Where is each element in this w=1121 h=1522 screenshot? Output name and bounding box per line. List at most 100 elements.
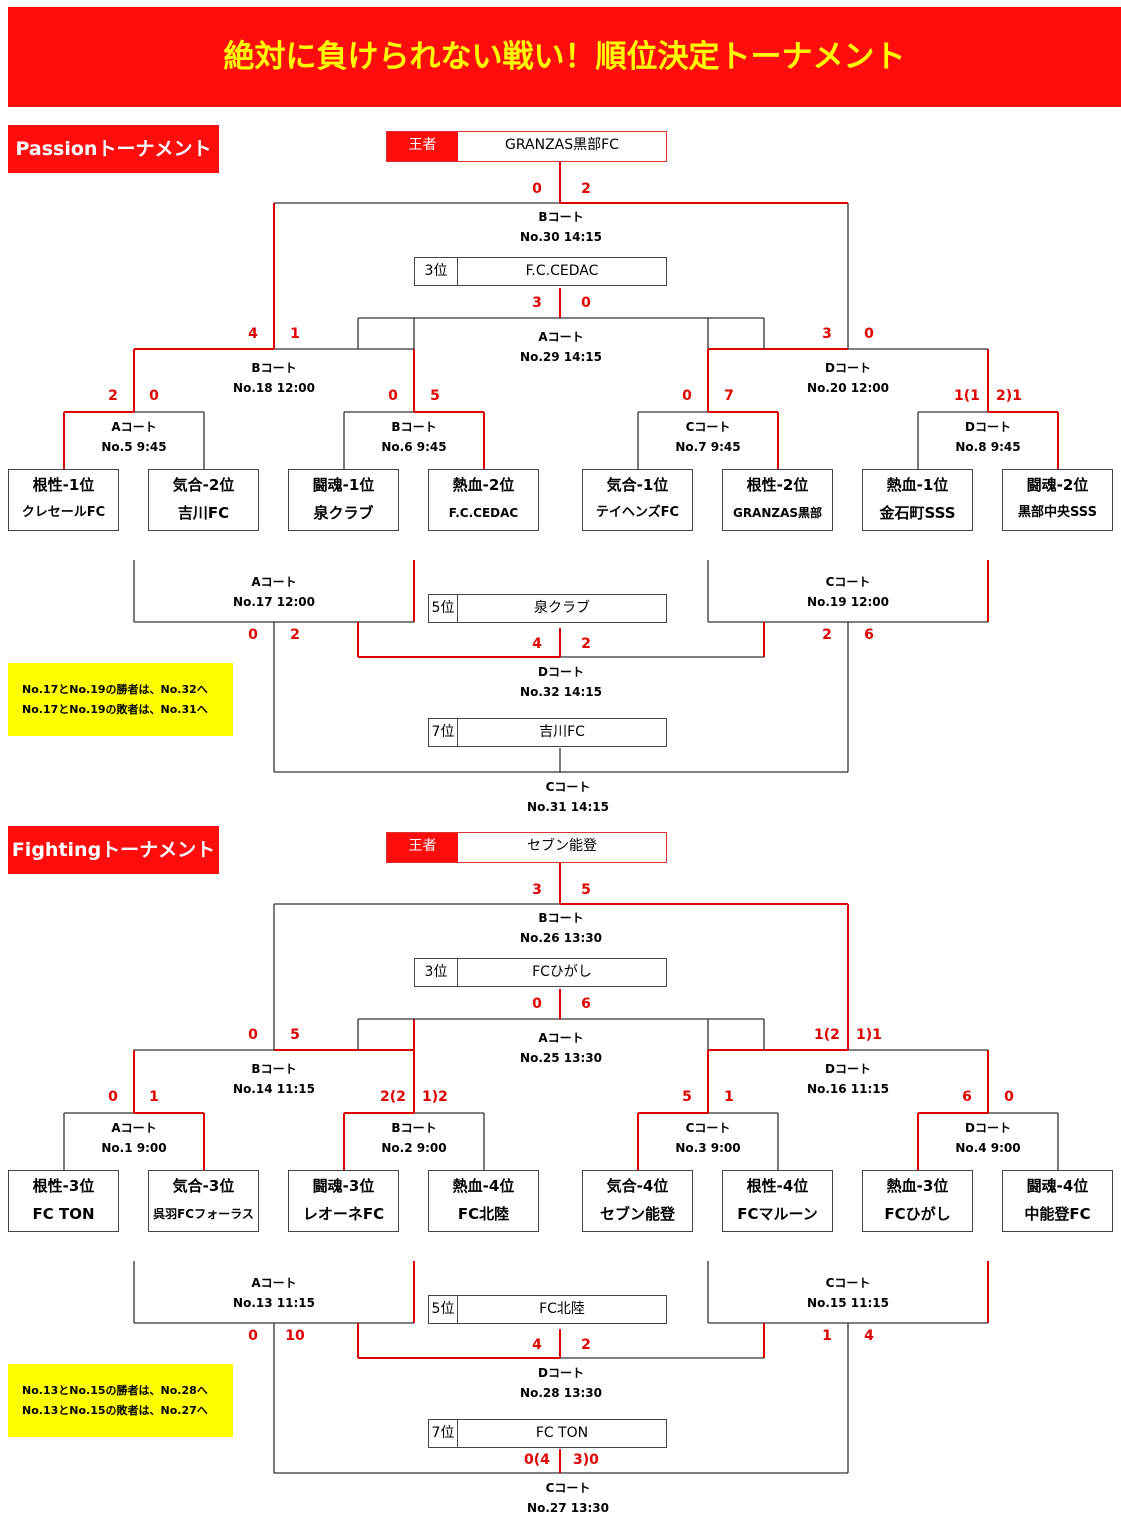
team-name: FC北陸: [457, 1205, 510, 1223]
match-number-time: No.25 13:30: [520, 1051, 602, 1065]
match-court: Dコート: [825, 1062, 871, 1076]
result-label: 王者: [387, 132, 458, 161]
match-number-time: No.31 14:15: [527, 800, 609, 814]
score-right: 2: [581, 181, 591, 197]
score-right: 3)0: [573, 1452, 599, 1468]
match-court: Bコート: [538, 210, 584, 224]
team-name: 吉川FC: [177, 504, 230, 522]
score-left: 0: [248, 1328, 258, 1344]
score-right: 0: [149, 388, 159, 404]
note-line: No.17とNo.19の敗者は、No.31へ: [22, 703, 208, 716]
score-left: 1: [822, 1328, 832, 1344]
team-box: 根性-1位クレセールFC: [8, 469, 119, 531]
fifth-place-box: 5位 FC北陸: [428, 1295, 667, 1324]
team-placement: 根性-2位: [746, 476, 809, 494]
team-name: 泉クラブ: [313, 504, 374, 522]
score-right: 7: [724, 388, 734, 404]
match-number-time: No.4 9:00: [955, 1141, 1021, 1155]
score-left: 3: [822, 326, 832, 342]
page-title: 絶対に負けられない戦い！順位決定トーナメント: [8, 7, 1121, 107]
match-number-time: No.17 12:00: [233, 595, 315, 609]
match-court: Dコート: [538, 665, 584, 679]
team-placement: 気合-2位: [172, 476, 235, 494]
match-court: Cコート: [545, 780, 591, 794]
score-right: 10: [285, 1328, 305, 1344]
team-box: 気合-4位セブン能登: [582, 1170, 693, 1232]
result-label: 王者: [387, 833, 458, 862]
score-left: 0: [532, 996, 542, 1012]
score-right: 2: [290, 627, 300, 643]
seventh-place-box: 7位吉川FC: [428, 718, 667, 747]
team-name: クレセールFC: [21, 505, 106, 520]
team-name: 中能登FC: [1024, 1205, 1091, 1223]
match-number-time: No.14 11:15: [233, 1082, 315, 1096]
result-label: 5位: [429, 595, 458, 622]
team-placement: 熱血-4位: [452, 1177, 515, 1195]
team-name: 呉羽FCフォーラス: [153, 1207, 254, 1221]
result-label: 7位: [429, 1420, 458, 1447]
team-name: テイヘンズFC: [595, 505, 680, 520]
team-name: レオーネFC: [302, 1205, 385, 1223]
score-left: 1(1: [954, 388, 980, 404]
match-number-time: No.29 14:15: [520, 350, 602, 364]
match-court: Dコート: [965, 420, 1011, 434]
team-name: GRANZAS黒部: [732, 506, 823, 520]
team-box: 熱血-4位 FC北陸: [428, 1170, 539, 1232]
team-placement: 闘魂-1位: [312, 476, 375, 494]
note-line: No.13とNo.15の敗者は、No.27へ: [22, 1404, 208, 1417]
team-box: 根性-2位 GRANZAS黒部: [722, 469, 833, 531]
score-right: 1: [149, 1089, 159, 1105]
team-placement: 熱血-1位: [886, 476, 949, 494]
team-placement: 根性-1位: [32, 476, 95, 494]
team-placement: 闘魂-2位: [1026, 476, 1089, 494]
score-left: 4: [532, 636, 542, 652]
score-left: 0: [248, 627, 258, 643]
champion-box: 王者 セブン能登: [386, 832, 667, 863]
match-court: Aコート: [538, 330, 584, 344]
team-placement: 闘魂-4位: [1026, 1177, 1089, 1195]
result-team: F.C.CEDAC: [525, 263, 599, 279]
score-left: 0: [248, 1027, 258, 1043]
score-right: 6: [864, 627, 874, 643]
team-name: FC TON: [32, 1205, 95, 1223]
score-right: 2: [581, 636, 591, 652]
result-team: セブン能登: [527, 838, 597, 854]
result-label: 5位: [429, 1296, 458, 1323]
match-court: Bコート: [391, 420, 437, 434]
score-left: 0: [388, 388, 398, 404]
team-placement: 熱血-2位: [452, 476, 515, 494]
team-name: FCひがし: [884, 1205, 951, 1223]
score-right: 2)1: [996, 388, 1022, 404]
result-team: FC北陸: [539, 1301, 585, 1317]
match-number-time: No.6 9:45: [381, 440, 447, 454]
match-number-time: No.3 9:00: [675, 1141, 741, 1155]
match-number-time: No.7 9:45: [675, 440, 741, 454]
team-name: セブン能登: [599, 1205, 675, 1223]
score-right: 4: [864, 1328, 874, 1344]
result-team: FCひがし: [532, 964, 592, 980]
score-right: 5: [290, 1027, 300, 1043]
team-box: 気合-2位吉川FC: [148, 469, 259, 531]
team-box: 気合-1位テイヘンズFC: [582, 469, 693, 531]
score-left: 0(4: [524, 1452, 550, 1468]
match-label: Bコート No.6 9:45: [344, 417, 484, 457]
score-left: 3: [532, 295, 542, 311]
score-left: 0: [532, 181, 542, 197]
score-right: 5: [430, 388, 440, 404]
team-placement: 気合-1位: [606, 476, 669, 494]
